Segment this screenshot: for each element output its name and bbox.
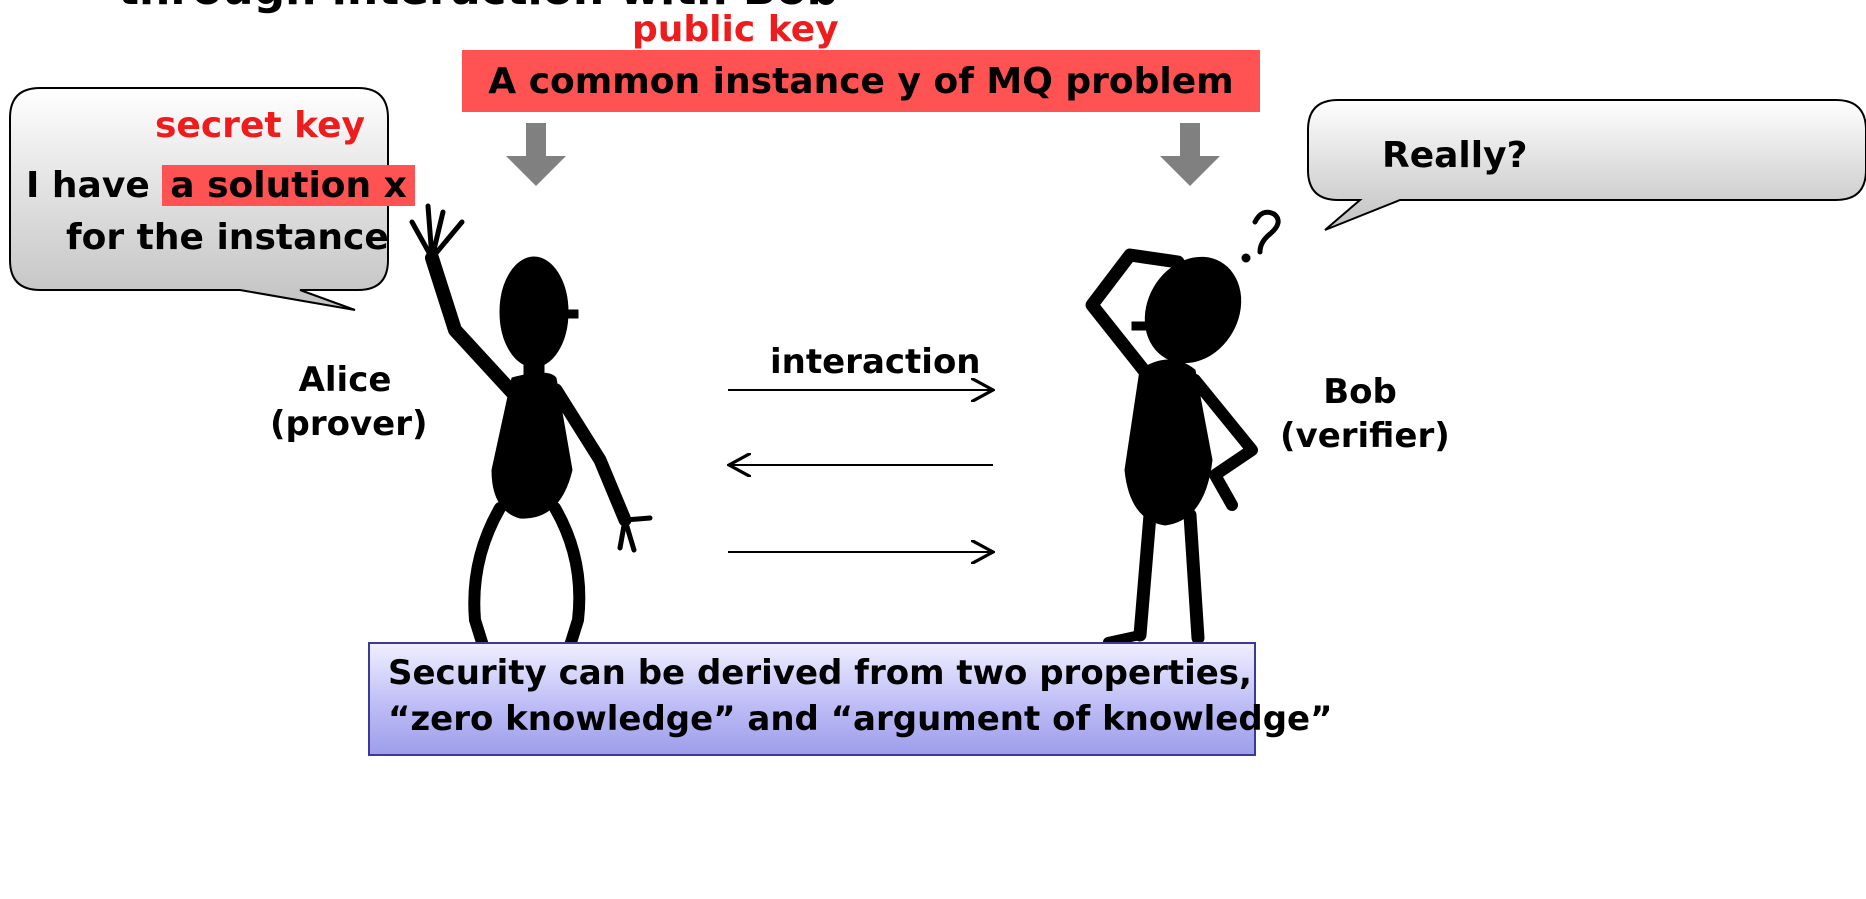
bob-figure	[1085, 209, 1281, 647]
public-instance-box: A common instance y of MQ problem	[462, 50, 1260, 112]
bob-label: Bob (verifier)	[1280, 370, 1450, 458]
bob-bubble-text: Really?	[1382, 135, 1528, 176]
security-note-line2: “zero knowledge” and “argument of knowle…	[388, 699, 1333, 739]
alice-label: Alice (prover)	[270, 358, 428, 446]
public-instance-text: A common instance y of MQ problem	[488, 60, 1234, 102]
interaction-label: interaction	[770, 342, 981, 382]
alice-claim-line2: for the instance	[66, 217, 389, 258]
solution-highlight: a solution x	[162, 165, 415, 206]
secret-key-label: secret key	[155, 105, 365, 146]
security-note-box: Security can be derived from two propert…	[368, 642, 1333, 756]
bob-speech-bubble	[1307, 99, 1866, 231]
alice-figure	[409, 203, 653, 658]
down-arrow-to-alice	[506, 123, 566, 186]
public-key-label: public key	[632, 9, 839, 50]
security-note-line1: Security can be derived from two propert…	[388, 653, 1252, 693]
bob-role: (verifier)	[1280, 416, 1450, 456]
bob-name: Bob	[1323, 372, 1397, 412]
down-arrow-to-bob	[1160, 123, 1220, 186]
alice-role: (prover)	[270, 404, 428, 444]
alice-name: Alice	[298, 360, 392, 400]
alice-claim-line1: I have a solution x	[26, 162, 415, 210]
alice-claim-prefix: I have	[26, 165, 150, 206]
heading-partial: through interaction with Bob	[118, 0, 838, 14]
